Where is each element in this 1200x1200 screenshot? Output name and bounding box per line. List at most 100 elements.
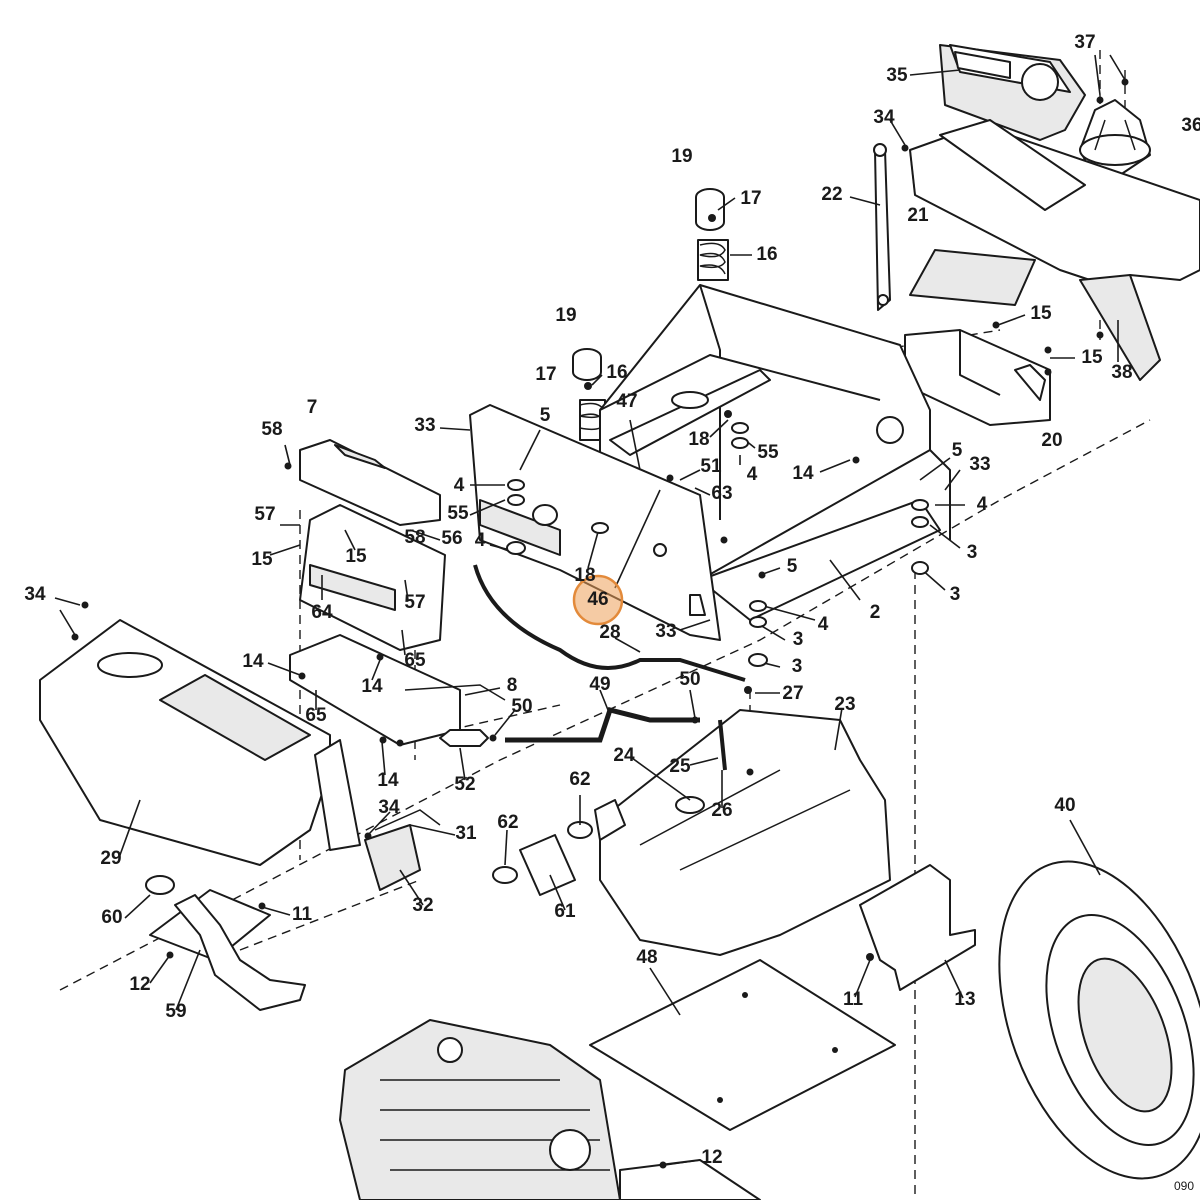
fuel-hoses (473, 564, 746, 771)
callout-3d: 3 (792, 656, 803, 677)
pedal-32 (364, 809, 441, 891)
callout-51: 51 (700, 456, 722, 477)
callout-47: 47 (616, 391, 637, 412)
callout-12a: 12 (129, 974, 150, 995)
bracket-56 (299, 504, 446, 651)
dash-panel (469, 404, 721, 641)
callout-21: 21 (907, 205, 929, 226)
callout-2: 2 (870, 602, 881, 623)
callout-5c: 5 (787, 556, 798, 577)
callout-24: 24 (613, 745, 635, 766)
callout-64: 64 (311, 602, 333, 623)
callout-28: 28 (599, 622, 620, 643)
callout-58b: 58 (404, 527, 425, 548)
inline-filter-52 (439, 729, 489, 747)
callout-23: 23 (834, 694, 855, 715)
callout-48: 48 (636, 947, 657, 968)
callout-50b: 50 (679, 669, 700, 690)
callout-60: 60 (101, 907, 122, 928)
callout-29: 29 (100, 848, 121, 869)
callout-31: 31 (455, 823, 477, 844)
callout-11a: 11 (292, 904, 313, 925)
callout-20: 20 (1041, 430, 1062, 451)
callout-57b: 57 (404, 592, 425, 613)
callout-11b: 11 (843, 989, 864, 1010)
callout-17b: 17 (535, 364, 556, 385)
callout-34c: 34 (378, 797, 400, 818)
highlight-marker (572, 574, 624, 626)
callout-4c: 4 (454, 475, 465, 496)
callout-17a: 17 (740, 188, 761, 209)
callout-36: 36 (1181, 115, 1200, 136)
bracket-13 (859, 864, 976, 991)
callout-62a: 62 (569, 769, 590, 790)
spring-16-top (697, 239, 729, 281)
rod-22 (873, 143, 891, 311)
isolator-19-mid (572, 348, 602, 381)
callout-19b: 19 (555, 305, 576, 326)
callout-49: 49 (589, 674, 610, 695)
callout-61: 61 (554, 901, 576, 922)
callout-33c: 33 (655, 621, 676, 642)
callout-14c: 14 (361, 676, 383, 697)
callout-4e: 4 (818, 614, 829, 635)
callout-25: 25 (669, 756, 691, 777)
skid-plate-48 (589, 959, 896, 1131)
console-tray-35 (939, 44, 1086, 141)
callout-15a: 15 (1030, 303, 1052, 324)
isolator-19-top (695, 188, 725, 231)
callout-13: 13 (954, 989, 975, 1010)
hood-panel (909, 119, 1200, 381)
callout-5b: 5 (952, 440, 963, 461)
control-housing-7 (299, 439, 441, 526)
callout-14a: 14 (792, 463, 814, 484)
callout-34b: 34 (24, 584, 46, 605)
callout-18b: 18 (574, 565, 595, 586)
callout-59: 59 (165, 1001, 186, 1022)
callout-26: 26 (711, 800, 732, 821)
callout-40: 40 (1054, 795, 1075, 816)
callout-57a: 57 (254, 504, 275, 525)
callout-55a: 55 (757, 442, 779, 463)
callout-14d: 14 (377, 770, 399, 791)
callout-4b: 4 (977, 494, 988, 515)
cup-holder-36 (1079, 99, 1151, 176)
callout-16b: 16 (606, 362, 627, 383)
callout-35: 35 (886, 65, 908, 86)
callout-34a: 34 (873, 107, 895, 128)
callout-33a: 33 (414, 415, 435, 436)
callout-14b: 14 (242, 651, 264, 672)
callout-3c: 3 (793, 629, 804, 650)
engine (339, 1019, 761, 1200)
wheel-40 (998, 860, 1200, 1180)
mount-plate-8 (289, 634, 506, 746)
callout-58a: 58 (261, 419, 282, 440)
callout-3b: 3 (950, 584, 961, 605)
fuel-tank-23 (599, 709, 891, 956)
callout-7: 7 (307, 397, 318, 418)
corner-code: 090 (1174, 1179, 1194, 1193)
callout-65b: 65 (305, 705, 327, 726)
callout-27: 27 (782, 683, 803, 704)
callout-56: 56 (441, 528, 462, 549)
callout-4a: 4 (747, 464, 758, 485)
callout-63: 63 (711, 483, 732, 504)
leader-lines (54, 54, 1126, 1166)
hardware (71, 78, 1129, 1169)
callout-5a: 5 (540, 405, 551, 426)
callout-37: 37 (1074, 32, 1095, 53)
callout-55b: 55 (447, 503, 469, 524)
callout-15c: 15 (251, 549, 273, 570)
callout-32: 32 (412, 895, 433, 916)
callout-12b: 12 (701, 1147, 722, 1168)
callout-22: 22 (821, 184, 842, 205)
callout-38: 38 (1111, 362, 1132, 383)
callout-19a: 19 (671, 146, 692, 167)
filler-neck-59 (145, 875, 306, 1011)
callout-4d: 4 (475, 530, 486, 551)
callout-15b: 15 (1081, 347, 1103, 368)
callout-3a: 3 (967, 542, 978, 563)
pad-21 (909, 249, 1036, 306)
